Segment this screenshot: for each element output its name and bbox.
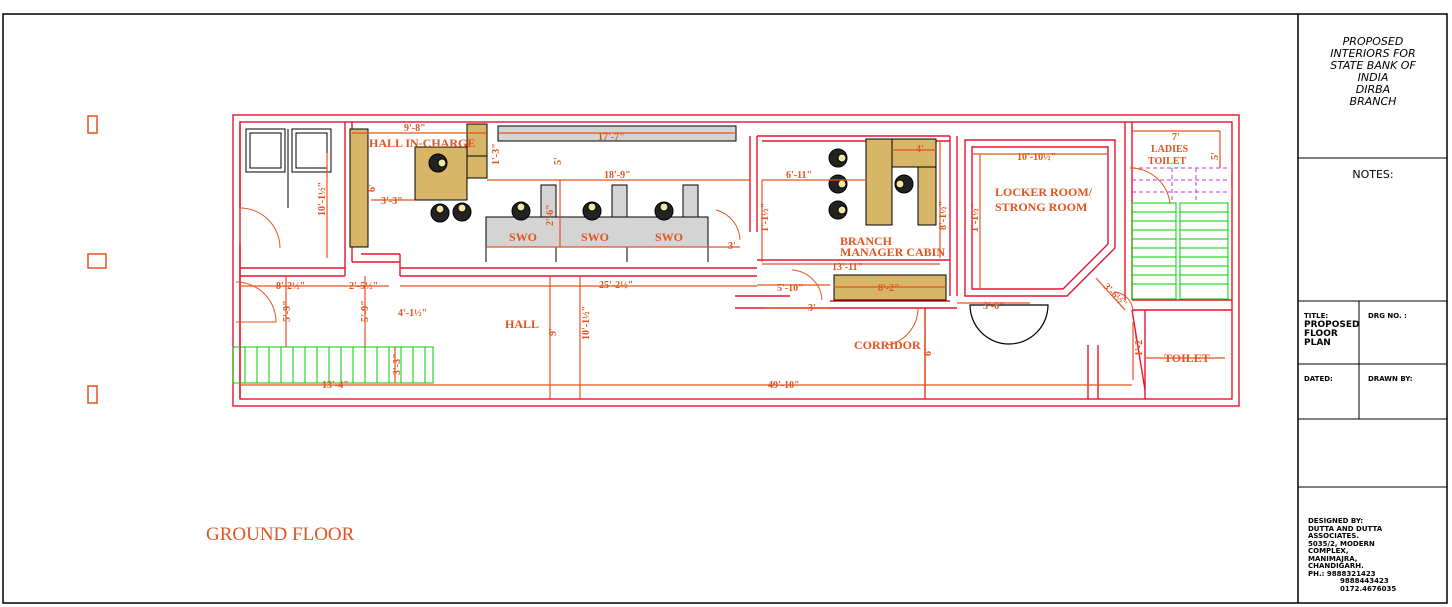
designer-line: 0172.4676035 [1340,584,1397,593]
designer-line: MANIMAJRA, [1308,554,1358,563]
chair-heads [435,153,905,215]
dim-label: 1'-1½" [970,203,981,232]
dim-label: 8'-2" [878,283,900,294]
dim-label: 13'-11" [832,262,863,273]
dim-label: 3'-3" [381,196,403,207]
designer-line: ASSOCIATES. [1308,532,1360,540]
project-line: BRANCH [1349,95,1397,108]
dim-label: 13'-4" [322,380,349,391]
label-hall: HALL [505,317,539,331]
label-toilet: TOILET [1164,351,1210,365]
title-label: TITLE: [1304,312,1329,320]
dim-label: 10'-1½" [581,306,592,340]
room-labels: HALL IN-CHARGE SWO SWO SWO HALL BRANCH M… [369,136,1210,365]
lobby [245,128,332,208]
dim-label: 1'-2" [1134,334,1145,356]
designer-line: 9888443423 [1340,577,1389,585]
designer-line: PH.: 9888321423 [1308,569,1376,578]
dim-label: 10'-1½" [317,182,328,216]
dim-label: 2'-6" [545,204,556,226]
dim-label: 6' [367,184,378,192]
label-swo: SWO [655,230,683,244]
label-branch-manager: BRANCH [840,234,893,248]
door-swings [235,207,1134,346]
ref-marker [87,385,98,404]
locker-door-swing [969,304,1049,345]
title-line: PLAN [1304,337,1331,348]
dim-label: 49'-10" [768,380,800,391]
dim-label: 1'-3" [491,143,502,165]
walls [232,114,1240,407]
project-line: PROPOSED [1342,35,1404,48]
dim-label: 9'-8" [404,123,426,134]
floor-title: GROUND FLOOR [206,524,355,545]
drg-no-label: DRG NO. : [1368,312,1407,320]
stairs-right [1131,202,1229,300]
ref-marker [87,115,98,134]
dim-label: 6' [923,348,934,356]
designer-line: DESIGNED BY: [1308,517,1364,525]
dim-label: 5'-9" [282,300,293,322]
label-locker-room: LOCKER ROOM/ [995,185,1093,199]
dim-label: 3' [808,303,816,314]
dim-label: 18'-9" [604,170,631,181]
label-swo: SWO [581,230,609,244]
project-line: INDIA [1357,71,1389,84]
dim-label: 7' [1172,132,1180,143]
dim-label: 10'-10½" [1017,152,1056,163]
label-branch-manager-2: MANAGER CABIN [840,245,945,259]
dimension-lines [240,130,1225,399]
dim-label: 8'-2½" [276,281,305,292]
designer-line: COMPLEX, [1308,547,1349,555]
dim-label: 2'-5½" [349,281,378,292]
dim-label: 8'-1½" [938,201,949,230]
dim-label: 4' [916,144,924,155]
sheet-border [2,13,1448,604]
ref-marker [87,253,107,269]
drawn-by-label: DRAWN BY: [1368,375,1413,383]
dim-label: 4'-1½" [398,308,427,319]
project-line: INTERIORS FOR [1330,47,1416,60]
notes-label: NOTES: [1352,168,1394,181]
dim-label: 5'-9" [360,300,371,322]
dim-label: 5'-10" [777,283,804,294]
project-title: PROPOSED INTERIORS FOR STATE BANK OF IND… [1300,36,1446,108]
project-line: DIRBA [1355,83,1391,96]
label-corridor: CORRIDOR [854,338,921,352]
dim-label: 3'-6" [983,301,1005,312]
label-ladies-toilet: TOILET [1148,156,1186,167]
designer-line: CHANDIGARH. [1308,562,1364,570]
label-strong-room: STRONG ROOM [995,200,1087,214]
dim-label: 6'-11" [786,170,812,181]
ladies-toilet-fixtures [1132,167,1228,200]
title-field: TITLE: PROPOSED FLOOR PLAN [1304,312,1360,348]
dim-label: 9' [548,328,559,336]
title-line: FLOOR [1304,328,1338,339]
dim-label: 3' [728,241,736,252]
toilet-door-swing [1129,167,1171,205]
dim-label: 5' [1210,152,1221,160]
dim-label: 17'-7" [598,132,625,143]
dim-label: 3'-3" [392,353,403,375]
dim-label: 5' [553,157,564,165]
designer-line: DUTTA AND DUTTA [1308,524,1383,533]
label-hall-in-charge: HALL IN-CHARGE [369,136,475,150]
dim-label: 25'-2½" [599,280,633,291]
title-line: PROPOSED [1304,319,1360,330]
project-line: STATE BANK OF [1330,59,1416,72]
stairs-left [232,346,434,384]
dated-label: DATED: [1304,375,1333,383]
label-swo: SWO [509,230,537,244]
label-ladies: LADIES [1151,144,1189,155]
designer-line: 5035/2, MODERN [1308,539,1375,548]
dim-label: 1'-1½" [760,203,771,232]
designer-block: DESIGNED BY: DUTTA AND DUTTA ASSOCIATES.… [1308,517,1397,593]
